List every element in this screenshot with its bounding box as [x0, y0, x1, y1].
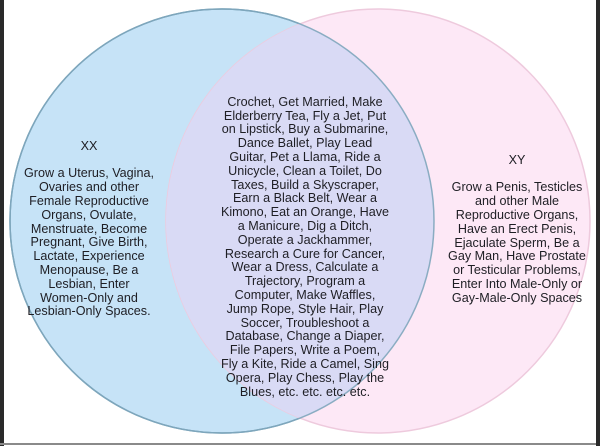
- intersection-region: [166, 9, 434, 433]
- bottom-border: [0, 443, 600, 445]
- xx-items: Grow a Uterus, Vagina, Ovaries and other…: [24, 166, 154, 319]
- xx-set-label: XX Grow a Uterus, Vagina, Ovaries and ot…: [18, 126, 160, 319]
- xx-title: XX: [80, 138, 98, 153]
- intersection-label: Crochet, Get Married, Make Elderberry Te…: [218, 82, 392, 399]
- xy-items: Grow a Penis, Testicles and other Male R…: [448, 180, 586, 305]
- xy-set-label: XY Grow a Penis, Testicles and other Mal…: [442, 140, 592, 306]
- xy-title: XY: [508, 152, 526, 167]
- intersection-items: Crochet, Get Married, Make Elderberry Te…: [220, 94, 389, 399]
